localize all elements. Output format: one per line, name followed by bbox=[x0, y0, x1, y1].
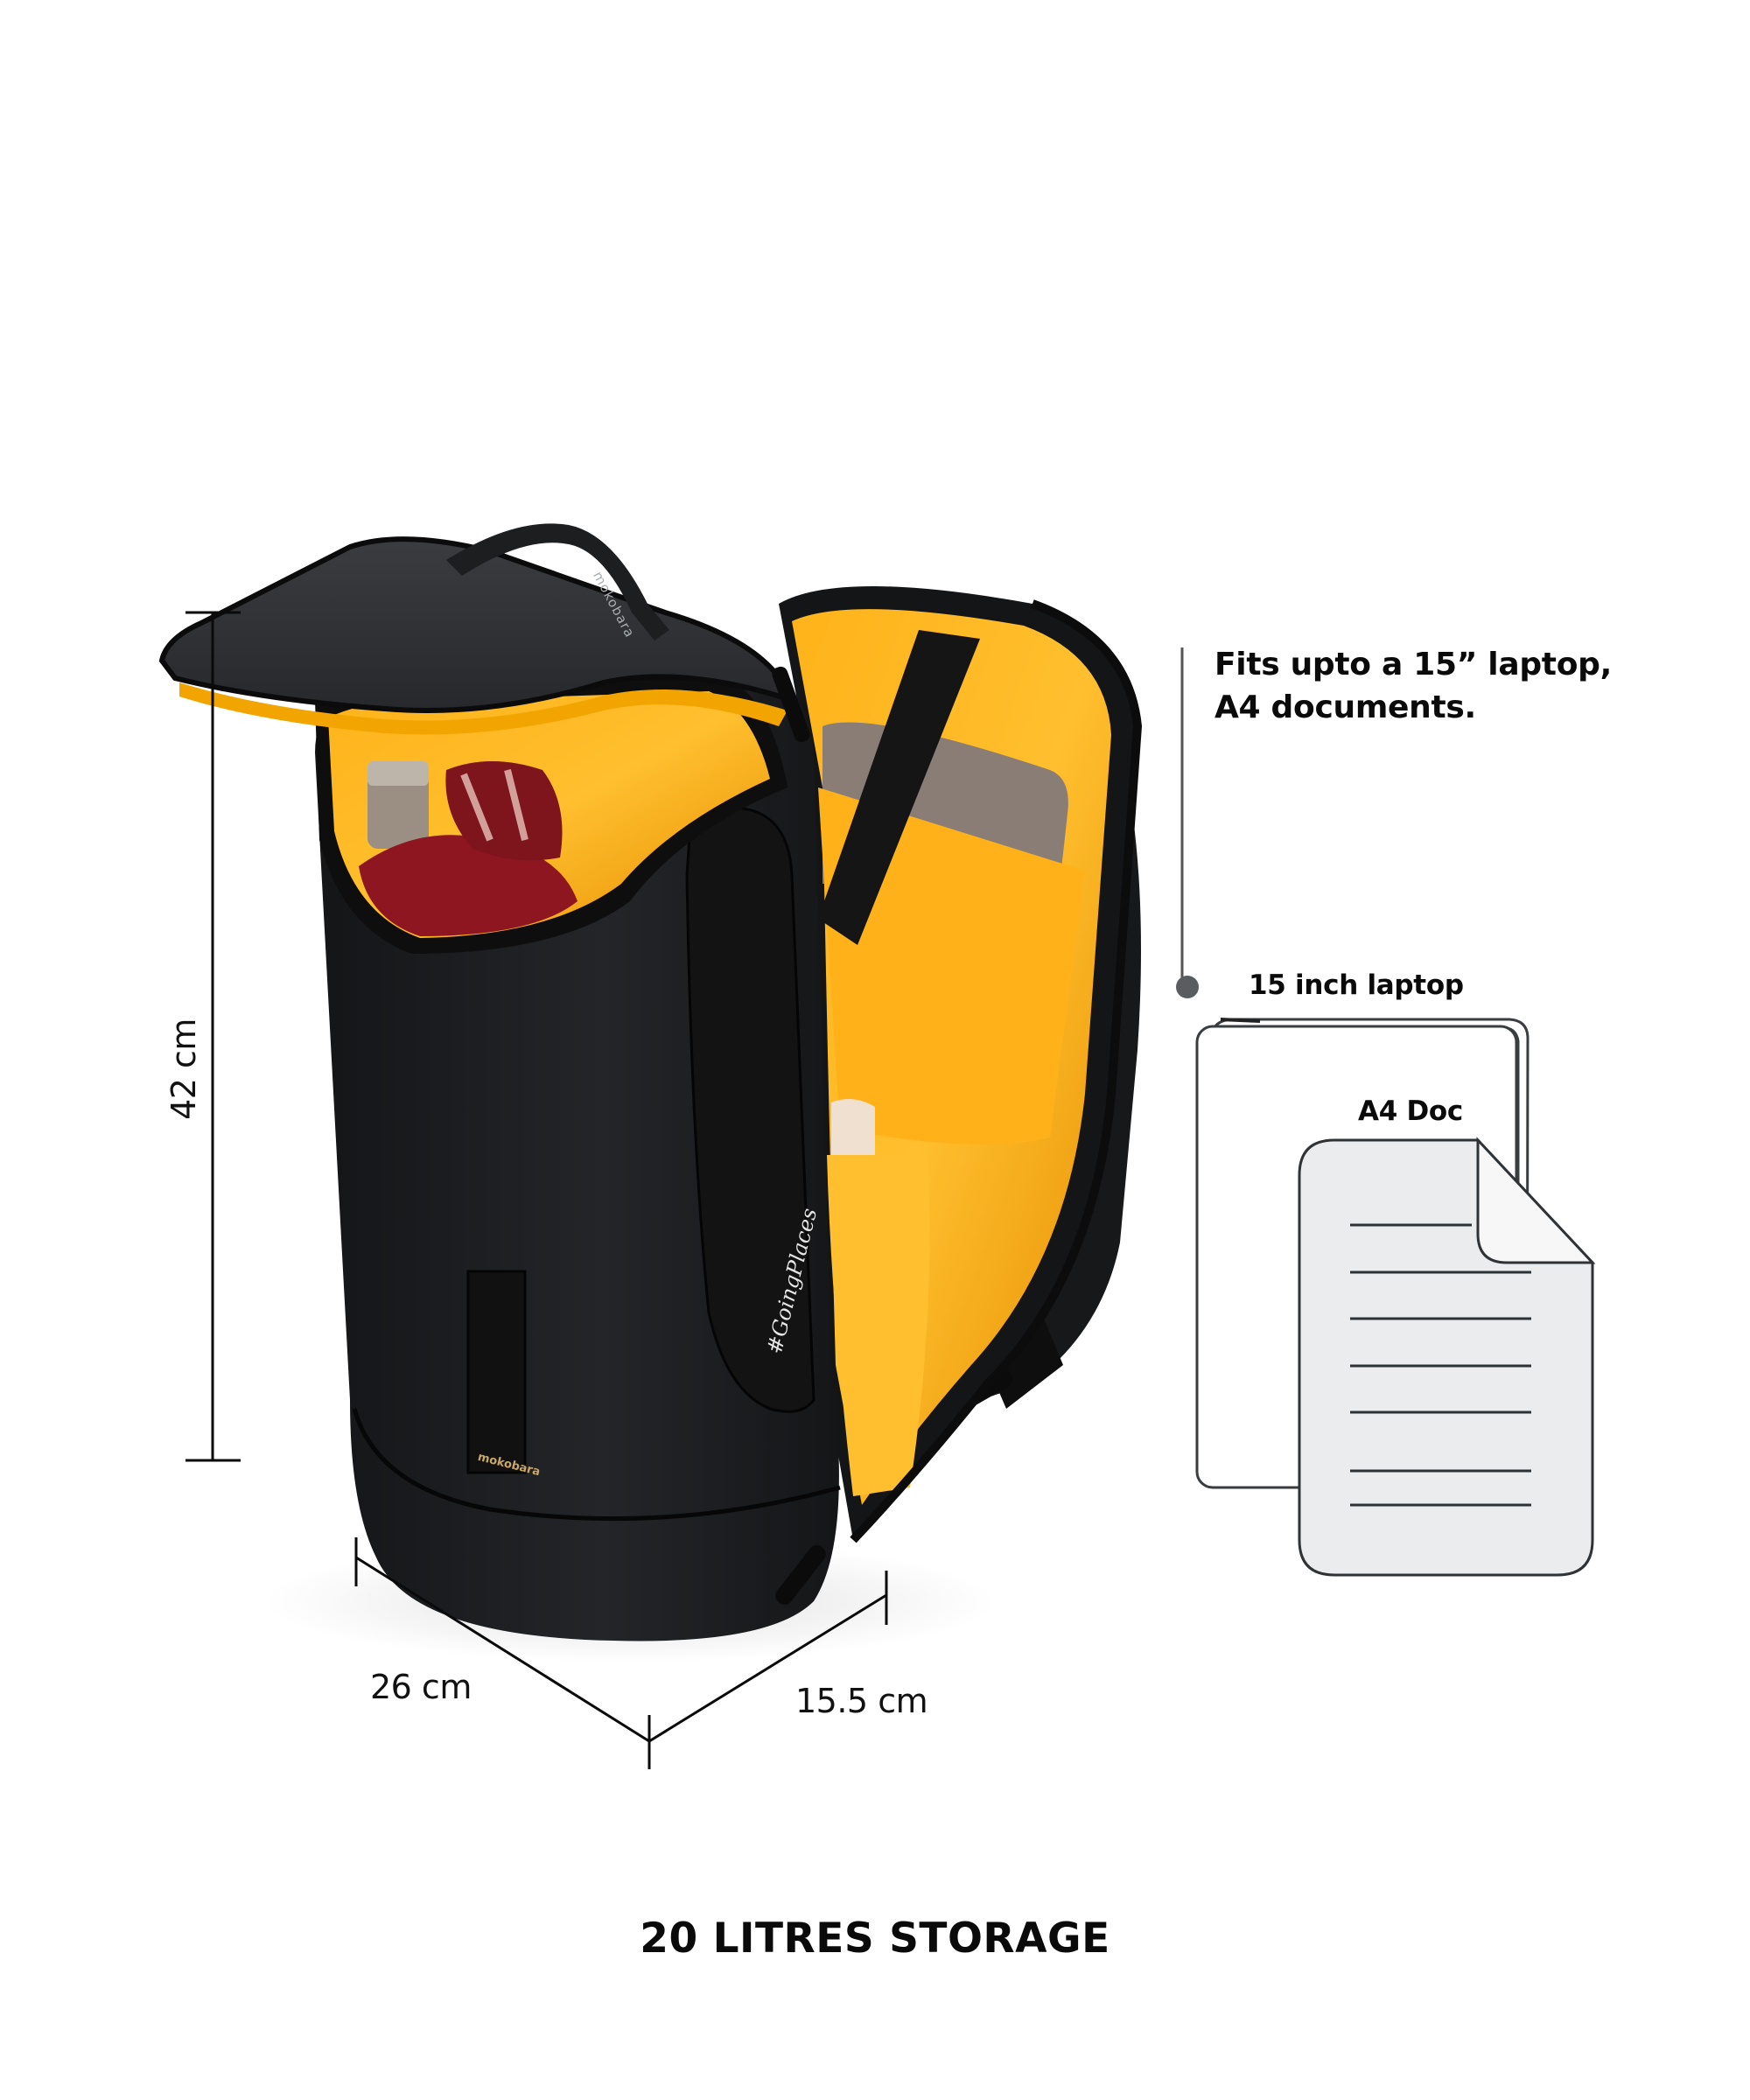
height-dimension-label: 42 cm bbox=[164, 1018, 203, 1120]
top-flap bbox=[158, 536, 797, 735]
callout-line-2: A4 documents. bbox=[1214, 690, 1476, 725]
laptop-label: 15 inch laptop bbox=[1249, 970, 1464, 1001]
backpack-body bbox=[315, 648, 841, 1642]
document-page-icon bbox=[1298, 1137, 1596, 1577]
depth-line bbox=[648, 1593, 887, 1743]
elastic-strap bbox=[818, 630, 980, 945]
leather-side-panel bbox=[685, 806, 816, 1413]
capacity-callout: Fits upto a 15” laptop, A4 documents. bbox=[1214, 643, 1612, 729]
top-handle bbox=[446, 523, 669, 640]
red-knit bbox=[359, 835, 578, 936]
charger bbox=[831, 1099, 875, 1155]
zipper-pull-top bbox=[772, 666, 810, 743]
depth-dimension-label: 15.5 cm bbox=[795, 1682, 928, 1720]
a4-doc-label: A4 Doc bbox=[1358, 1096, 1463, 1127]
dimension-lines bbox=[186, 611, 888, 1769]
callout-line-1: Fits upto a 15” laptop, bbox=[1214, 647, 1612, 682]
width-dimension-label: 26 cm bbox=[370, 1668, 472, 1706]
width-line bbox=[355, 1556, 650, 1743]
callout-dot bbox=[1176, 976, 1199, 998]
logo-patch bbox=[466, 1270, 527, 1474]
open-front-panel bbox=[779, 586, 1143, 1544]
zipper-pull-bottom bbox=[775, 1544, 826, 1606]
storage-capacity-title: 20 LITRES STORAGE bbox=[640, 1914, 1110, 1963]
